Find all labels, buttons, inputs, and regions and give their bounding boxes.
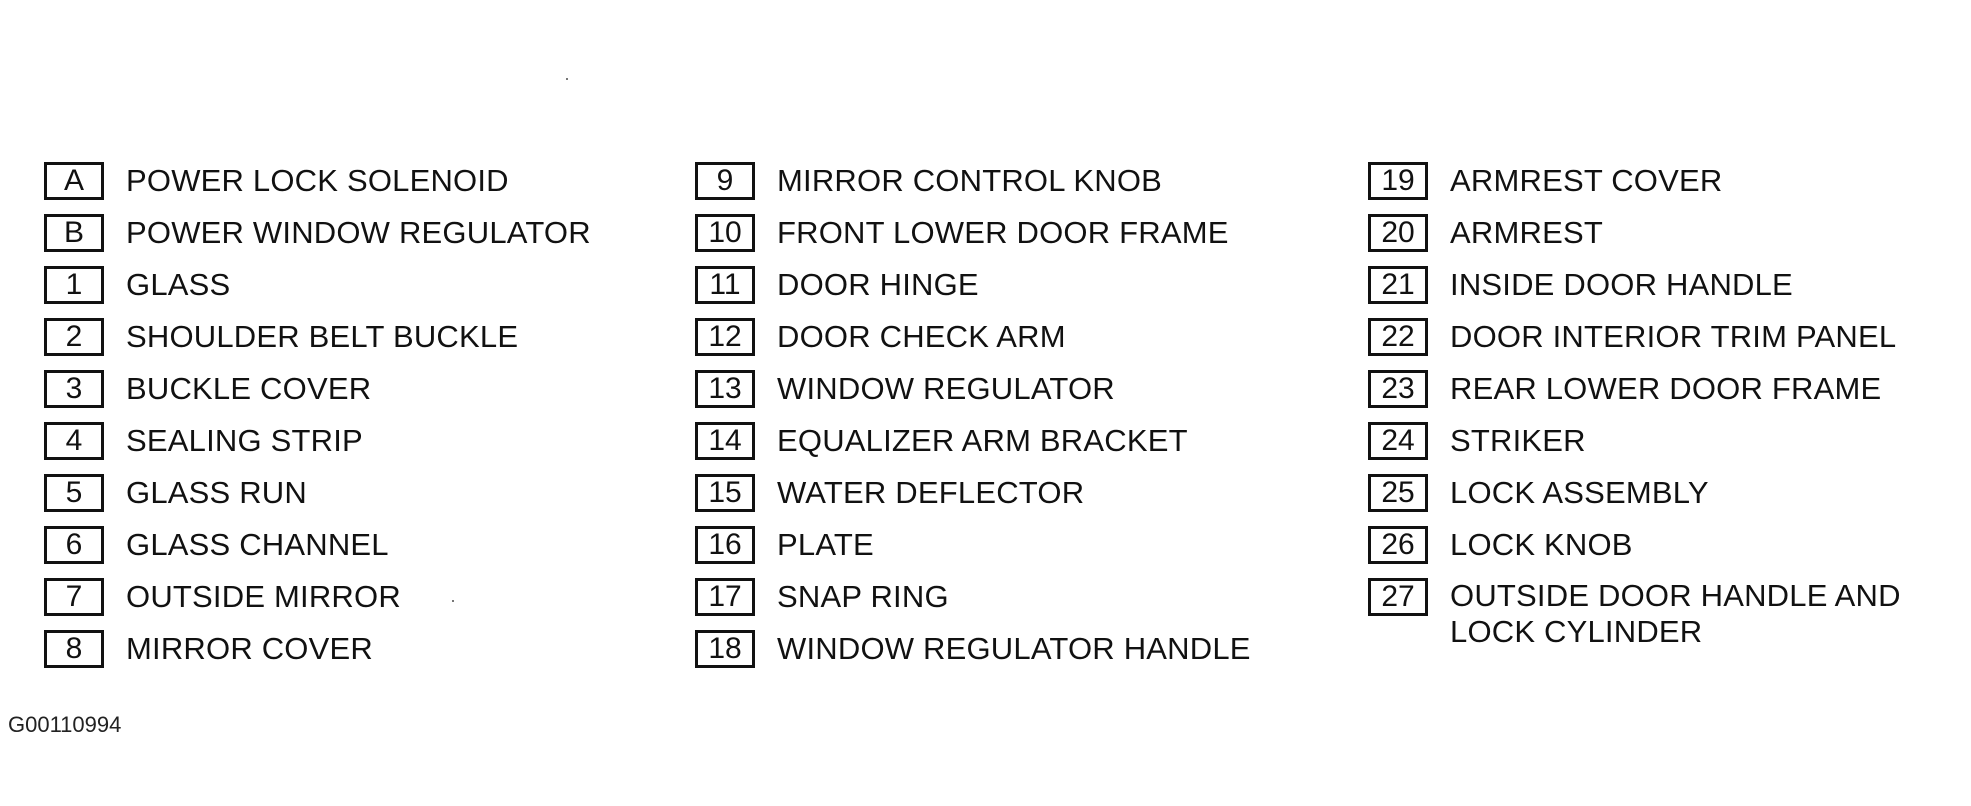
item-label: STRIKER <box>1450 423 1586 458</box>
key-box: 21 <box>1368 266 1428 304</box>
key-box: 10 <box>695 214 755 252</box>
legend-item: 13 WINDOW REGULATOR <box>695 370 1251 422</box>
item-label: WINDOW REGULATOR <box>777 371 1115 406</box>
legend-item: 22 DOOR INTERIOR TRIM PANEL <box>1368 318 1901 370</box>
item-label: ARMREST COVER <box>1450 163 1723 198</box>
item-label: DOOR INTERIOR TRIM PANEL <box>1450 319 1897 354</box>
legend-item: 18 WINDOW REGULATOR HANDLE <box>695 630 1251 682</box>
legend-item: 23 REAR LOWER DOOR FRAME <box>1368 370 1901 422</box>
legend-item: 27 OUTSIDE DOOR HANDLE AND LOCK CYLINDER <box>1368 578 1901 649</box>
legend-item: 10 FRONT LOWER DOOR FRAME <box>695 214 1251 266</box>
item-label: WINDOW REGULATOR HANDLE <box>777 631 1251 666</box>
key-box: 2 <box>44 318 104 356</box>
item-label: DOOR HINGE <box>777 267 979 302</box>
legend-item: 5 GLASS RUN <box>44 474 591 526</box>
legend-item: 8 MIRROR COVER <box>44 630 591 682</box>
key-box: 18 <box>695 630 755 668</box>
item-label: LOCK ASSEMBLY <box>1450 475 1709 510</box>
item-label: POWER WINDOW REGULATOR <box>126 215 591 250</box>
legend-item: 12 DOOR CHECK ARM <box>695 318 1251 370</box>
item-label: LOCK KNOB <box>1450 527 1633 562</box>
key-box: 11 <box>695 266 755 304</box>
legend-item: 17 SNAP RING <box>695 578 1251 630</box>
legend-item: 7 OUTSIDE MIRROR <box>44 578 591 630</box>
item-label: MIRROR COVER <box>126 631 373 666</box>
key-box: 12 <box>695 318 755 356</box>
legend-item: 2 SHOULDER BELT BUCKLE <box>44 318 591 370</box>
legend-item: 21 INSIDE DOOR HANDLE <box>1368 266 1901 318</box>
key-box: 1 <box>44 266 104 304</box>
legend-item: 15 WATER DEFLECTOR <box>695 474 1251 526</box>
key-box: 26 <box>1368 526 1428 564</box>
key-box: 4 <box>44 422 104 460</box>
item-label: EQUALIZER ARM BRACKET <box>777 423 1188 458</box>
key-box: 8 <box>44 630 104 668</box>
key-box: 15 <box>695 474 755 512</box>
figure-id: G00110994 <box>8 712 122 737</box>
item-label: FRONT LOWER DOOR FRAME <box>777 215 1229 250</box>
key-box: 23 <box>1368 370 1428 408</box>
item-label: GLASS CHANNEL <box>126 527 389 562</box>
item-label: OUTSIDE DOOR HANDLE AND LOCK CYLINDER <box>1450 578 1901 649</box>
legend-item: B POWER WINDOW REGULATOR <box>44 214 591 266</box>
legend-item: 3 BUCKLE COVER <box>44 370 591 422</box>
item-label: POWER LOCK SOLENOID <box>126 163 509 198</box>
key-box: 17 <box>695 578 755 616</box>
legend-item: A POWER LOCK SOLENOID <box>44 162 591 214</box>
key-box: 24 <box>1368 422 1428 460</box>
legend-item: 24 STRIKER <box>1368 422 1901 474</box>
legend-item: 1 GLASS <box>44 266 591 318</box>
item-label: PLATE <box>777 527 874 562</box>
item-label: GLASS RUN <box>126 475 307 510</box>
key-box: 16 <box>695 526 755 564</box>
key-box: 22 <box>1368 318 1428 356</box>
legend-item: 4 SEALING STRIP <box>44 422 591 474</box>
key-box: 3 <box>44 370 104 408</box>
key-box: 5 <box>44 474 104 512</box>
key-box: 6 <box>44 526 104 564</box>
item-label: BUCKLE COVER <box>126 371 372 406</box>
scan-speck <box>566 78 568 80</box>
item-label: GLASS <box>126 267 231 302</box>
item-label: SNAP RING <box>777 579 949 614</box>
legend-column-3: 19 ARMREST COVER 20 ARMREST 21 INSIDE DO… <box>1368 162 1901 649</box>
scan-speck <box>452 600 454 602</box>
item-label: SHOULDER BELT BUCKLE <box>126 319 519 354</box>
key-box: 27 <box>1368 578 1428 616</box>
legend-item: 6 GLASS CHANNEL <box>44 526 591 578</box>
key-box: 14 <box>695 422 755 460</box>
item-label: DOOR CHECK ARM <box>777 319 1066 354</box>
legend-item: 9 MIRROR CONTROL KNOB <box>695 162 1251 214</box>
item-label: OUTSIDE MIRROR <box>126 579 401 614</box>
key-box: 13 <box>695 370 755 408</box>
legend-item: 26 LOCK KNOB <box>1368 526 1901 578</box>
legend-item: 25 LOCK ASSEMBLY <box>1368 474 1901 526</box>
key-box: 19 <box>1368 162 1428 200</box>
legend-column-1: A POWER LOCK SOLENOID B POWER WINDOW REG… <box>44 162 591 682</box>
key-box: 20 <box>1368 214 1428 252</box>
legend-item: 19 ARMREST COVER <box>1368 162 1901 214</box>
item-label: SEALING STRIP <box>126 423 363 458</box>
key-box: B <box>44 214 104 252</box>
item-label: WATER DEFLECTOR <box>777 475 1085 510</box>
key-box: 25 <box>1368 474 1428 512</box>
key-box: 9 <box>695 162 755 200</box>
item-label: MIRROR CONTROL KNOB <box>777 163 1163 198</box>
item-label: INSIDE DOOR HANDLE <box>1450 267 1793 302</box>
item-label: ARMREST <box>1450 215 1603 250</box>
key-box: A <box>44 162 104 200</box>
legend-item: 11 DOOR HINGE <box>695 266 1251 318</box>
key-box: 7 <box>44 578 104 616</box>
legend-item: 14 EQUALIZER ARM BRACKET <box>695 422 1251 474</box>
item-label: REAR LOWER DOOR FRAME <box>1450 371 1882 406</box>
legend-column-2: 9 MIRROR CONTROL KNOB 10 FRONT LOWER DOO… <box>695 162 1251 682</box>
legend-item: 20 ARMREST <box>1368 214 1901 266</box>
legend-item: 16 PLATE <box>695 526 1251 578</box>
